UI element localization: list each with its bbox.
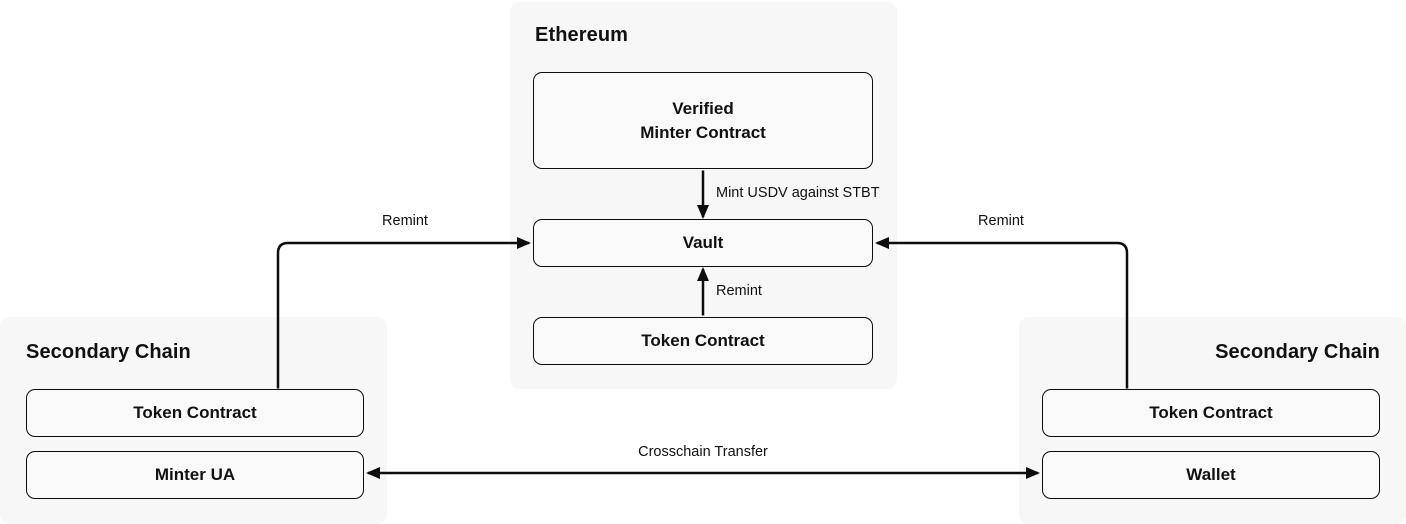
crosschain-transfer-label: Crosschain Transfer xyxy=(638,444,768,460)
left-secondary-chain-panel: Secondary Chain Token Contract Minter UA xyxy=(0,317,387,524)
remint-left-arrow-label: Remint xyxy=(382,213,428,229)
right-secondary-chain-title: Secondary Chain xyxy=(1215,341,1380,363)
left-token-contract-node: Token Contract xyxy=(26,389,364,437)
right-secondary-chain-panel: Secondary Chain Token Contract Wallet xyxy=(1019,317,1406,524)
ethereum-panel: Ethereum Verified Minter Contract Vault … xyxy=(510,2,897,389)
right-token-contract-node: Token Contract xyxy=(1042,389,1380,437)
verified-minter-contract-node: Verified Minter Contract xyxy=(533,72,873,169)
mint-arrow-label: Mint USDV against STBT xyxy=(716,185,880,201)
remint-right-arrow-label: Remint xyxy=(978,213,1024,229)
vault-node: Vault xyxy=(533,219,873,267)
left-secondary-chain-title: Secondary Chain xyxy=(26,341,191,363)
ethereum-panel-title: Ethereum xyxy=(535,24,629,46)
minter-ua-node: Minter UA xyxy=(26,451,364,499)
ethereum-token-contract-node: Token Contract xyxy=(533,317,873,365)
remint-center-arrow-label: Remint xyxy=(716,283,762,299)
wallet-node: Wallet xyxy=(1042,451,1380,499)
